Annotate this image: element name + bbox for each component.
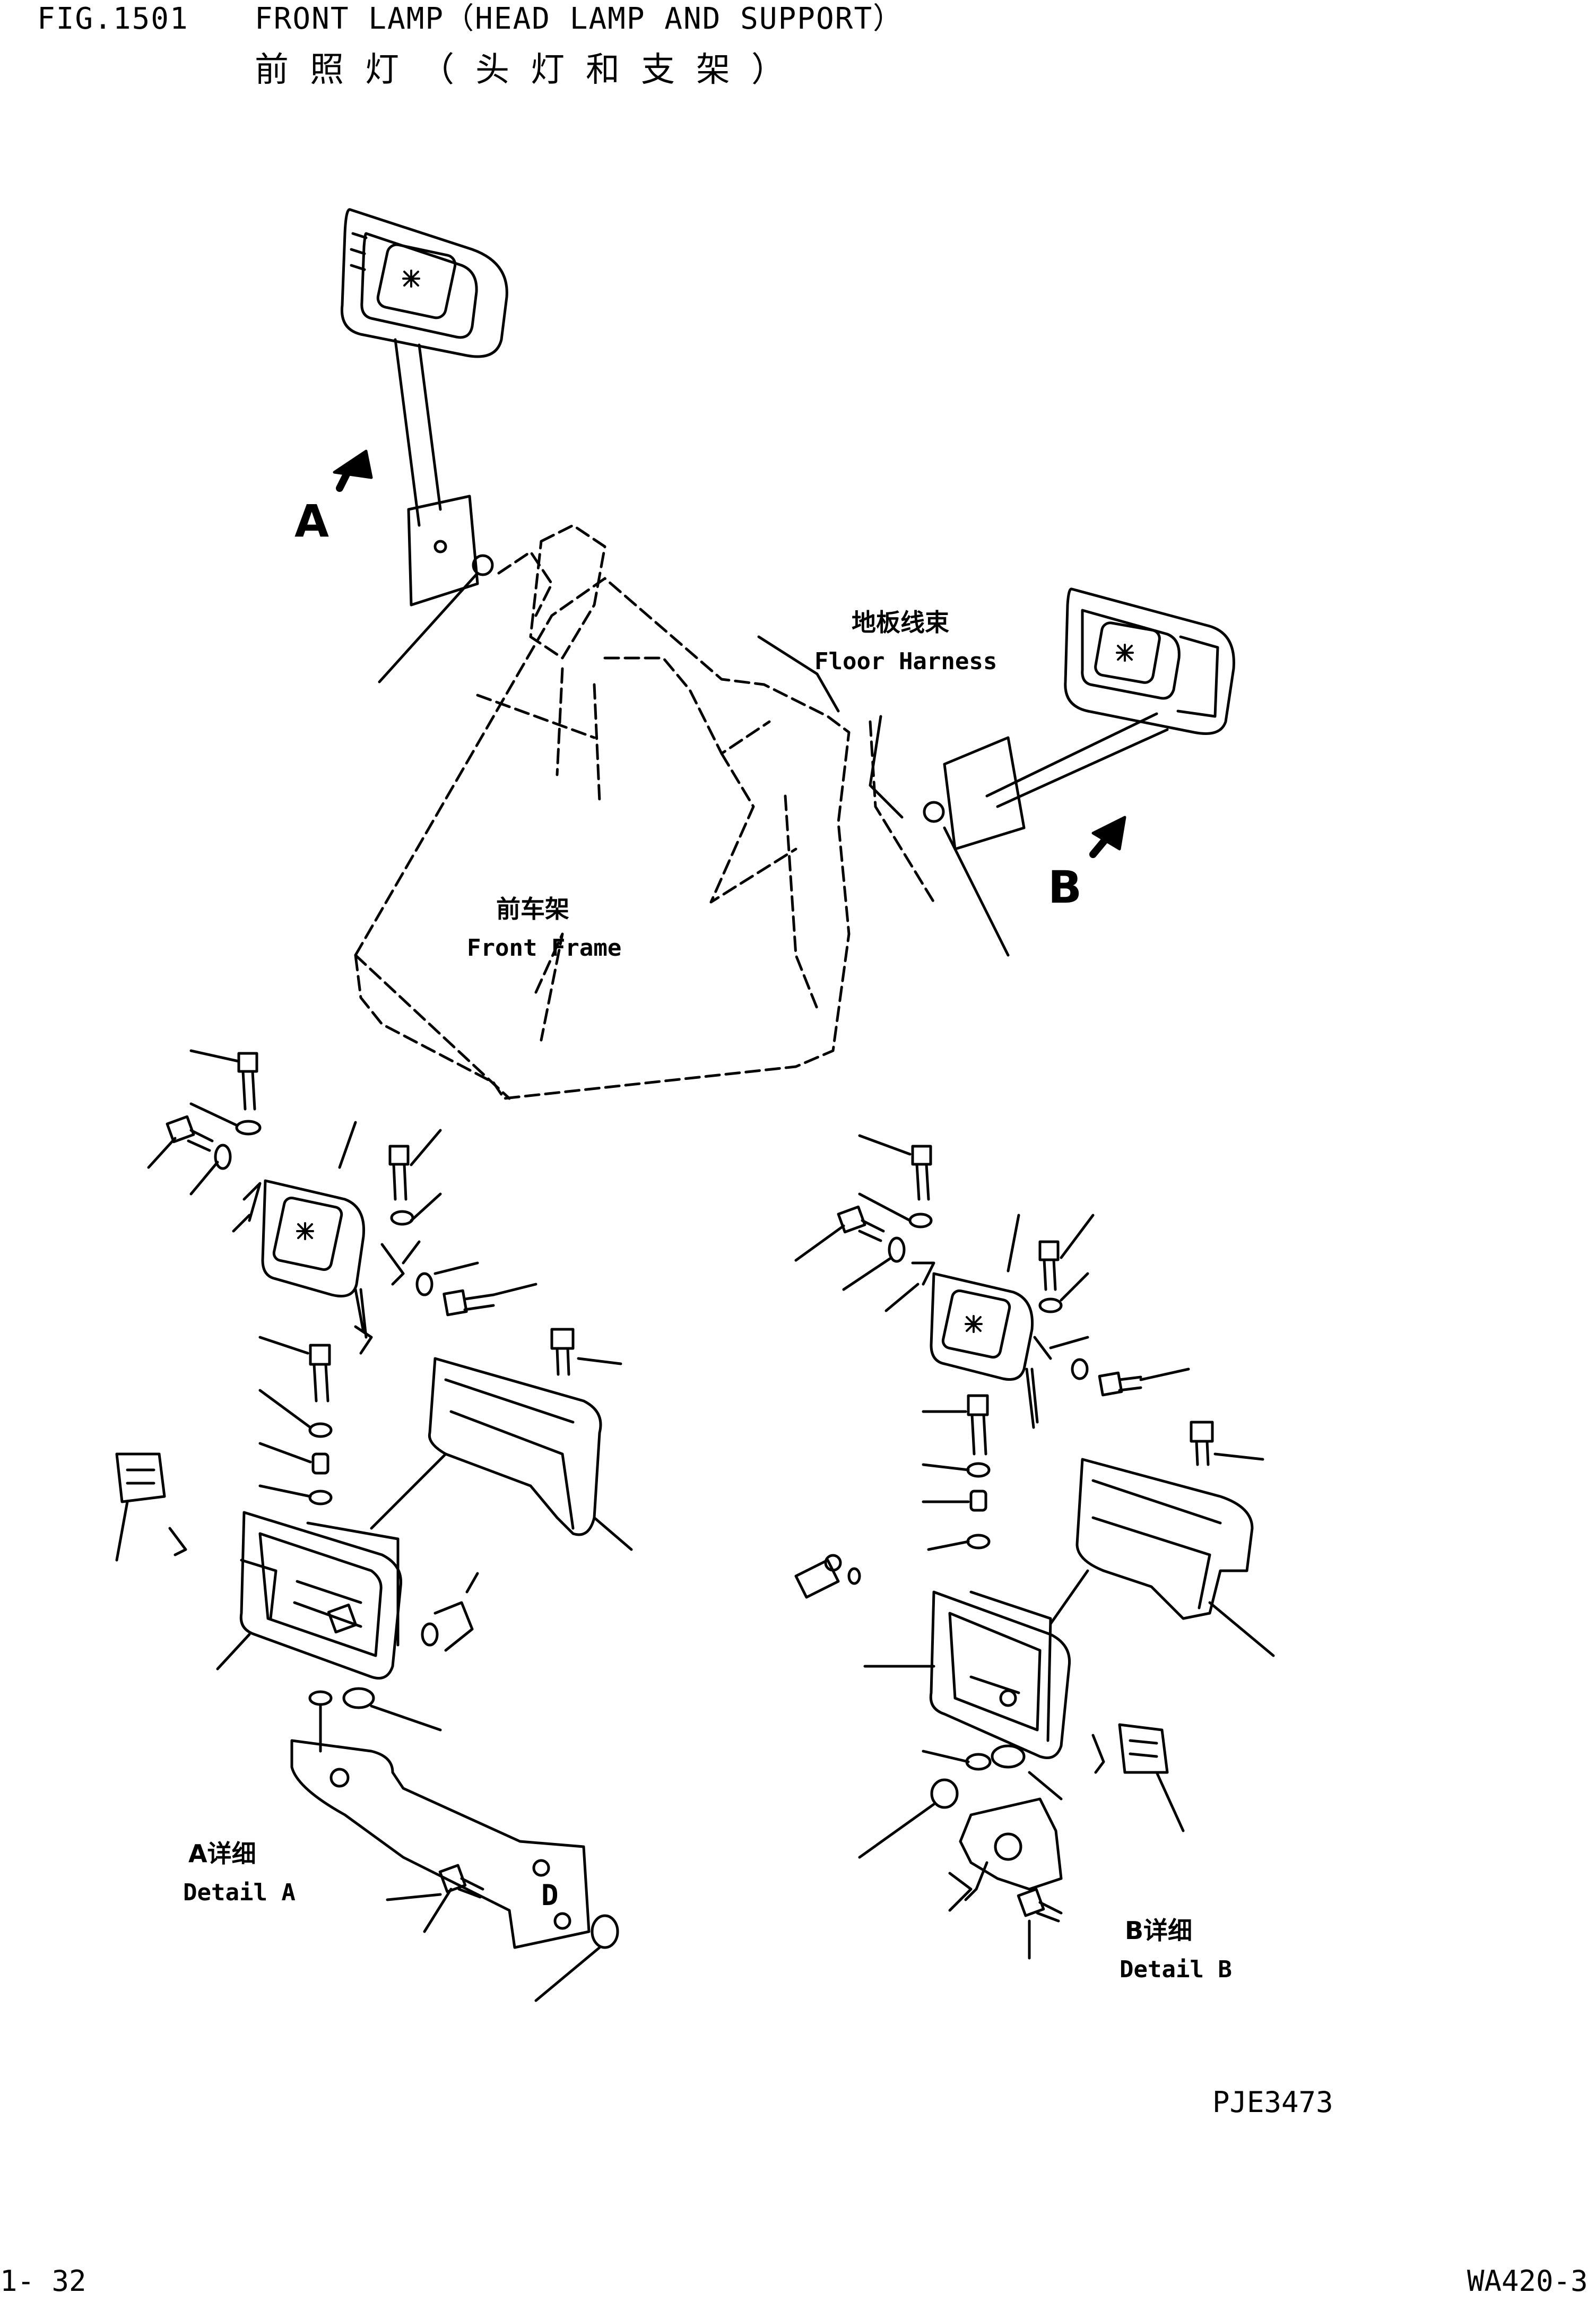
mount-plate-mark: D (541, 1879, 559, 1912)
view-label-b: B (1048, 861, 1082, 913)
spacer-a (313, 1454, 328, 1473)
nut-b1 (992, 1746, 1024, 1767)
bolt-b3 (1040, 1215, 1093, 1290)
drawing-number: PJE3473 (1212, 2085, 1333, 2119)
clip-b2 (950, 1873, 971, 1910)
detail-b-visor (1051, 1459, 1273, 1656)
washer-b4 (1072, 1360, 1087, 1379)
figure-title-en: FRONT LAMP（HEAD LAMP AND SUPPORT） (255, 2, 904, 36)
nut-a2 (592, 1916, 618, 1948)
detail-b-mount-plate (960, 1799, 1061, 1900)
view-arrow-a (334, 451, 371, 488)
head-lamp-right (1065, 589, 1234, 734)
detail-a-mount-plate (292, 1741, 589, 1948)
detail-b (796, 1136, 1273, 1958)
bolt-b4 (1099, 1369, 1189, 1395)
front-frame (355, 525, 934, 1098)
lamp-stalk-right (924, 714, 1167, 955)
bolt-a6 (260, 1337, 329, 1401)
washer-a1 (237, 1121, 260, 1134)
figure-title-cn: 前照灯（头灯和支架） (255, 50, 806, 90)
washer-a6 (310, 1491, 331, 1504)
detail-a-head-lamp (263, 1122, 371, 1353)
floor-harness-label-cn: 地板线束 (852, 608, 949, 637)
nut-holder-a (435, 1603, 472, 1650)
detail-b-small-bracket (796, 1555, 860, 1597)
front-frame-label-cn: 前车架 (496, 895, 569, 923)
bolt-a1 (191, 1051, 257, 1109)
washer-b1 (910, 1214, 931, 1227)
detail-b-head-lamp (931, 1215, 1037, 1427)
bolt-a5 (552, 1329, 621, 1374)
clip-b (913, 1263, 934, 1284)
bracket-clip-a (382, 1244, 403, 1284)
nut-a1 (344, 1689, 374, 1708)
detail-b-label-en: Detail B (1120, 1956, 1232, 1983)
bolt-b2 (796, 1207, 883, 1260)
detail-b-label-cn: B详细 (1125, 1916, 1193, 1945)
front-frame-label-en: Front Frame (467, 934, 622, 962)
bolt-b6 (923, 1396, 987, 1454)
detail-a-label-cn: A详细 (188, 1839, 256, 1868)
bolt-a7 (424, 1865, 483, 1932)
washer-a4 (417, 1274, 432, 1295)
washer-a8 (310, 1692, 331, 1704)
detail-a (117, 1051, 631, 2001)
washer-b5 (968, 1464, 989, 1476)
washer-a7 (422, 1624, 437, 1645)
detail-a-visor (371, 1358, 631, 1550)
head-lamp-left (342, 210, 507, 357)
nut-b2 (932, 1780, 957, 1807)
model-number: WA420-3 (1467, 2264, 1588, 2298)
washer-a2 (215, 1145, 230, 1169)
frame-pivot-detail (759, 637, 838, 711)
bolt-b7 (1018, 1889, 1061, 1958)
bolt-a4 (444, 1284, 536, 1315)
washer-b7 (967, 1754, 990, 1769)
bracket-clip-b (1035, 1337, 1051, 1358)
washer-a3 (392, 1211, 413, 1224)
page-number: 1- 32 (0, 2264, 86, 2298)
detail-b-guard (865, 1592, 1070, 1758)
washer-b2 (889, 1238, 904, 1261)
detail-a-label-en: Detail A (183, 1879, 296, 1906)
figure-number: FIG.1501 (37, 2, 189, 36)
detail-a-side-lamp (117, 1454, 186, 1560)
spacer-b (971, 1491, 986, 1510)
washer-a5 (310, 1424, 331, 1436)
bolt-b5 (1191, 1422, 1263, 1465)
bolt-a2 (149, 1117, 212, 1167)
bolt-b1 (860, 1136, 931, 1199)
floor-harness-wire (870, 716, 902, 817)
washer-b6 (968, 1535, 989, 1548)
view-label-a: A (294, 495, 329, 547)
washer-b3 (1040, 1299, 1061, 1312)
floor-harness-label-en: Floor Harness (814, 648, 998, 675)
detail-a-guard (218, 1512, 401, 1678)
bolt-a3 (390, 1130, 440, 1199)
detail-b-side-lamp (1093, 1725, 1183, 1831)
clip-a (244, 1183, 260, 1221)
view-arrow-b (1093, 817, 1125, 854)
lamp-stalk-left (379, 340, 492, 682)
